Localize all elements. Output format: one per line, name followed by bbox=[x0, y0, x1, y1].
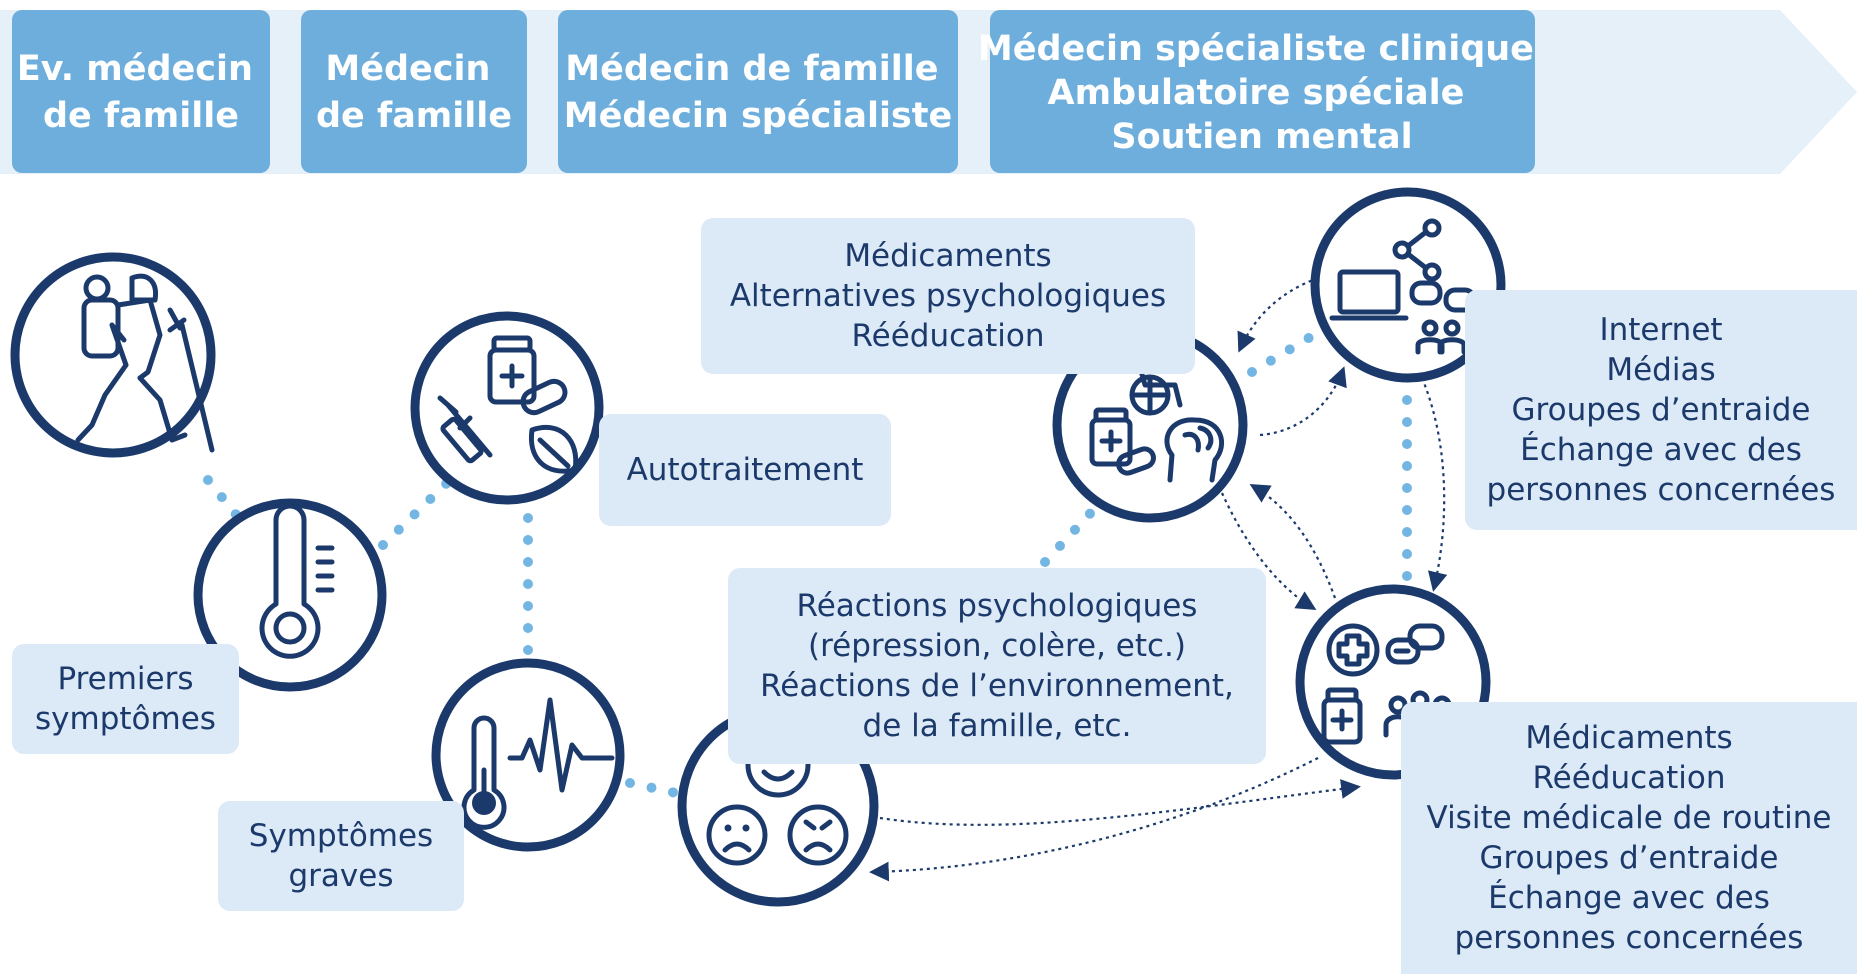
label-medicaments-top: Médicaments Alternatives psychologiques … bbox=[701, 218, 1195, 374]
header-stage-3: Médecin de famille Médecin spécialiste bbox=[558, 10, 958, 173]
node-self-treatment bbox=[410, 311, 604, 505]
header-stage-3-text: Médecin de famille Médecin spécialiste bbox=[564, 49, 953, 136]
header-stage-2-text: Médecin de famille bbox=[316, 49, 512, 136]
node-thermometer bbox=[193, 498, 387, 692]
node-severe-symptoms bbox=[431, 658, 625, 852]
label-symptomes-graves: Symptômes graves bbox=[218, 801, 464, 911]
node-media bbox=[1310, 187, 1506, 383]
label-autotraitement: Autotraitement bbox=[599, 414, 891, 526]
node-hiker bbox=[10, 252, 216, 458]
interaction-arrows bbox=[869, 276, 1448, 882]
hiker-icon bbox=[75, 273, 215, 453]
thermometer-icon bbox=[259, 503, 335, 659]
header-stage-1-text: Ev. médecin de famille bbox=[17, 49, 265, 136]
label-premiers-symptomes: Premiers symptômes bbox=[12, 644, 239, 754]
label-reactions: Réactions psychologiques (répression, co… bbox=[728, 568, 1266, 764]
header-stage-1: Ev. médecin de famille bbox=[12, 10, 270, 173]
thermometer-pulse-icon bbox=[461, 697, 615, 830]
emotion-faces-icon bbox=[706, 732, 849, 866]
header-stage-4: Médecin spécialiste clinique Ambulatoire… bbox=[978, 10, 1546, 173]
label-internet-media: Internet Médias Groupes d’entraide Échan… bbox=[1465, 290, 1857, 530]
header-stage-2: Médecin de famille bbox=[301, 10, 527, 173]
header-stage-4-text: Médecin spécialiste clinique Ambulatoire… bbox=[978, 29, 1546, 157]
laptop-share-chat-icon bbox=[1329, 218, 1477, 355]
label-medicaments-bottom: Médicaments Rééducation Visite médicale … bbox=[1401, 702, 1857, 974]
medication-syringe-leaf-icon bbox=[437, 335, 579, 474]
